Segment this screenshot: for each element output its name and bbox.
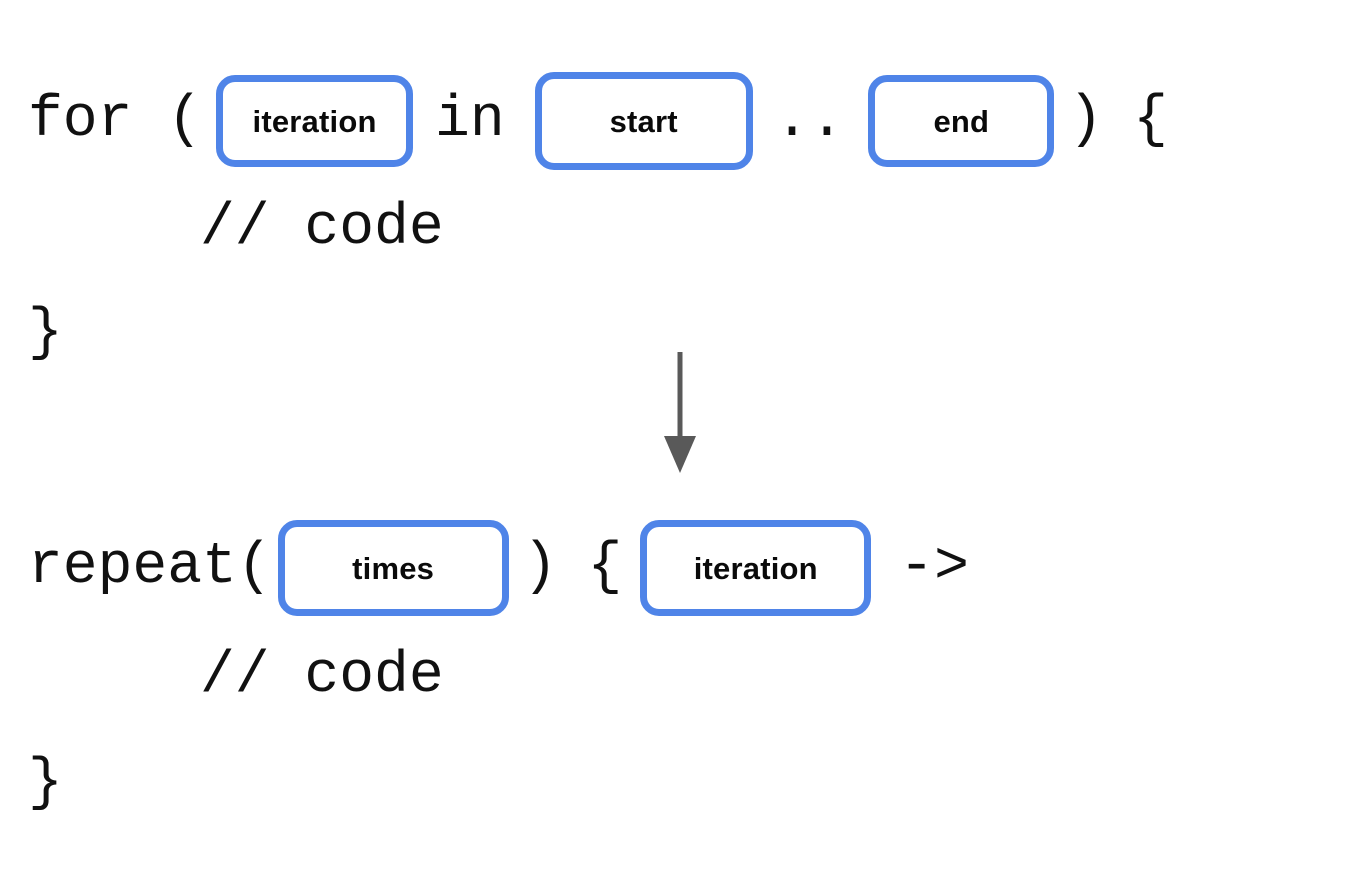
for-keyword: for	[28, 88, 133, 153]
repeat-open-brace: {	[587, 535, 623, 600]
for-body-comment-line: // code	[200, 200, 444, 258]
code-comment: // code	[200, 196, 444, 261]
lambda-arrow: ->	[899, 535, 969, 600]
in-keyword: in	[435, 88, 505, 153]
arrow-down-icon	[664, 352, 696, 473]
repeat-signature-line: repeat( times ) { iteration ->	[28, 520, 969, 616]
for-closing-brace-line: }	[28, 305, 63, 363]
for-loop-signature-line: for ( iteration in start .. end ) {	[28, 72, 1168, 170]
repeat-closing-brace-line: }	[28, 755, 63, 813]
repeat-close-brace: }	[28, 751, 63, 816]
slot-range-end[interactable]: end	[868, 75, 1055, 167]
slot-range-start[interactable]: start	[534, 72, 753, 170]
slot-iteration-variable[interactable]: iteration	[216, 75, 414, 167]
code-comment: // code	[200, 644, 444, 709]
slot-lambda-parameter[interactable]: iteration	[640, 520, 872, 616]
for-close-brace: }	[28, 301, 63, 366]
repeat-close-paren: )	[522, 535, 558, 600]
for-open-brace: {	[1133, 88, 1168, 153]
repeat-function-name: repeat(	[28, 535, 272, 600]
transformation-arrow	[654, 352, 706, 474]
for-close-paren: )	[1068, 88, 1104, 153]
range-operator: ..	[774, 88, 845, 153]
repeat-body-comment-line: // code	[200, 648, 444, 706]
for-open-paren: (	[132, 88, 203, 153]
slot-times-count[interactable]: times	[277, 520, 509, 616]
